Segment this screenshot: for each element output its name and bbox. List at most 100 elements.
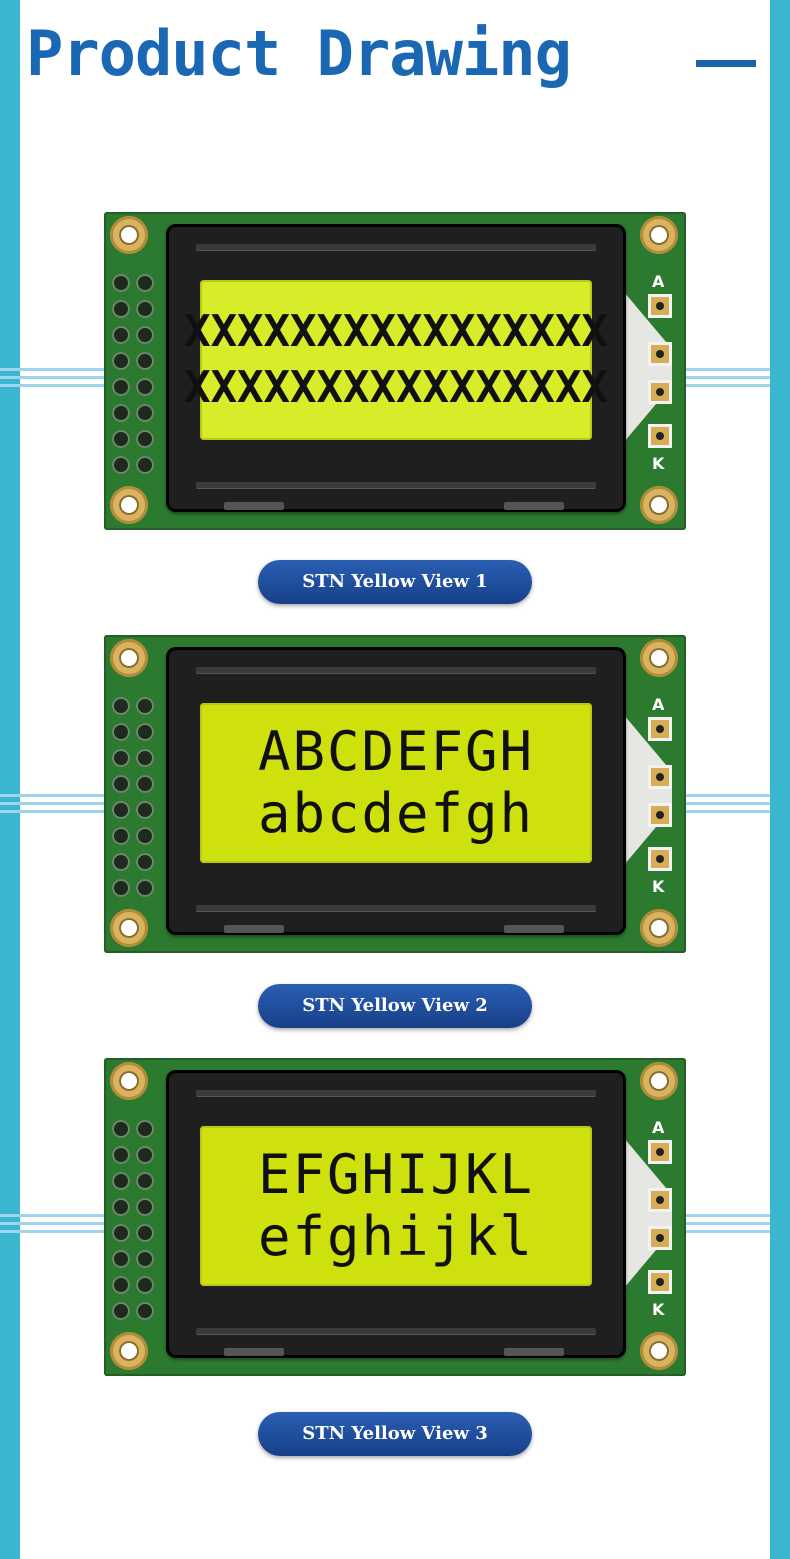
bezel-groove [196,667,596,673]
light-streak [686,1230,770,1233]
mounting-hole [110,486,148,524]
header-pin [136,1224,154,1242]
header-pin [112,352,130,370]
light-streak [686,384,770,387]
mounting-hole [110,909,148,947]
lcd-bezel: ABCDEFGH abcdefgh [166,647,626,935]
pcb-label-k: K [652,1300,665,1319]
bezel-groove [196,482,596,488]
header-pin [136,404,154,422]
header-pin [136,1120,154,1138]
solder-pad [648,294,672,318]
header-pin [112,1198,130,1216]
header-pin [136,801,154,819]
bezel-tab [504,502,564,510]
lcd-line-2: efghijkl [257,1205,535,1268]
caption-view-1: STN Yellow View 1 [258,560,532,604]
light-streak [0,794,104,797]
light-streak [686,376,770,379]
solder-pad [648,803,672,827]
mounting-hole [110,1062,148,1100]
header-pin [112,1276,130,1294]
solder-pad [648,1140,672,1164]
header-pin [112,300,130,318]
light-streak [0,1214,104,1217]
header-pin [112,430,130,448]
header-pin [136,697,154,715]
bezel-groove [196,1328,596,1334]
lcd-module-1: XXXXXXXXXXXXXXXX XXXXXXXXXXXXXXXX A K [104,212,686,530]
bezel-tab [224,502,284,510]
header-pin [112,1250,130,1268]
lcd-line-1: ABCDEFGH [257,720,535,783]
title-dash [696,60,756,67]
header-pin [112,697,130,715]
lcd-line-1: EFGHIJKL [257,1143,535,1206]
mounting-hole [110,1332,148,1370]
pcb-label-a: A [652,1118,665,1137]
header-pin [136,378,154,396]
header-pin [136,827,154,845]
light-streak [0,802,104,805]
light-streak [0,810,104,813]
header-pin [112,1146,130,1164]
header-pin [136,853,154,871]
header-pin [136,749,154,767]
solder-pad [648,424,672,448]
bezel-tab [504,1348,564,1356]
solder-pad [648,717,672,741]
lcd-screen: EFGHIJKL efghijkl [200,1126,592,1286]
solder-pad [648,342,672,366]
solder-pad [648,380,672,404]
header-pin [136,1146,154,1164]
light-streak [686,794,770,797]
page-title: Product Drawing [26,17,572,90]
mounting-hole [640,216,678,254]
bezel-tab [504,925,564,933]
mounting-hole [640,639,678,677]
header-pin [112,326,130,344]
light-streak [686,802,770,805]
solder-pad [648,765,672,789]
mounting-hole [640,1332,678,1370]
header-pin [136,1198,154,1216]
lcd-line-2: XXXXXXXXXXXXXXXX [184,362,608,413]
light-streak [0,1230,104,1233]
mounting-hole [110,216,148,254]
header-pin [112,1172,130,1190]
header-pin [136,1250,154,1268]
mounting-hole [110,639,148,677]
pcb-label-a: A [652,695,665,714]
lcd-module-3: EFGHIJKL efghijkl A K [104,1058,686,1376]
header-pin [136,1172,154,1190]
light-streak [686,1222,770,1225]
header-pin [136,352,154,370]
header-pin [112,404,130,422]
header-pin [136,456,154,474]
light-streak [0,376,104,379]
header-pin [136,326,154,344]
header-pin [112,274,130,292]
left-frame-bar [0,0,20,1559]
header-pin [112,456,130,474]
solder-pad [648,847,672,871]
light-streak [0,384,104,387]
right-frame-bar [770,0,790,1559]
header-pin [136,879,154,897]
header-pin [112,378,130,396]
header-pin [112,1120,130,1138]
light-streak [686,810,770,813]
header-pin [112,775,130,793]
header-pin [112,1302,130,1320]
header-pin [112,879,130,897]
mounting-hole [640,1062,678,1100]
pcb-label-a: A [652,272,665,291]
bezel-groove [196,1090,596,1096]
header-pin [136,1276,154,1294]
bezel-tab [224,1348,284,1356]
header-pin [136,430,154,448]
light-streak [686,368,770,371]
header-pin [136,1302,154,1320]
header-pin [112,723,130,741]
header-pin [112,749,130,767]
